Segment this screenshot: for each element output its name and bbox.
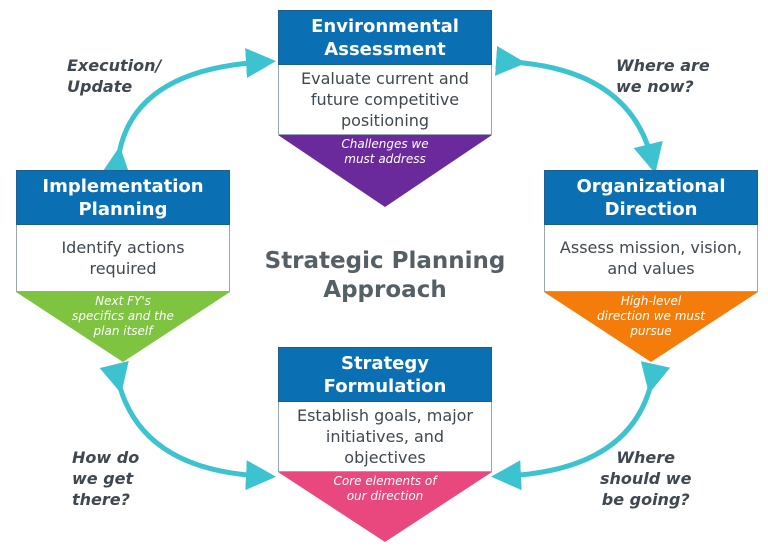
- implementation-planning-triangle: Next FY's specifics and the plan itself: [16, 292, 230, 362]
- arrow-bottom-right: [491, 361, 671, 491]
- arrow-top-left: [101, 48, 276, 178]
- environmental-assessment-triangle: Challenges we must address: [278, 135, 492, 207]
- strategy-formulation-triangle: Core elements of our direction: [278, 472, 492, 542]
- organizational-direction-box: Organizational Direction Assess mission,…: [544, 170, 758, 362]
- environmental-assessment-header: Environmental Assessment: [278, 10, 492, 65]
- implementation-planning-box: Implementation Planning Identify actions…: [16, 170, 230, 362]
- strategy-formulation-box: Strategy Formulation Establish goals, ma…: [278, 347, 492, 542]
- diagram-title: Strategic Planning Approach: [264, 248, 506, 303]
- strategy-formulation-body: Establish goals, major initiatives, and …: [278, 402, 492, 472]
- organizational-direction-header: Organizational Direction: [544, 170, 758, 225]
- implementation-planning-header: Implementation Planning: [16, 170, 230, 225]
- question-top-right: Where are we now?: [616, 56, 710, 96]
- arrow-bottom-left: [99, 360, 276, 491]
- question-top-left: Execution/ Update: [67, 56, 162, 96]
- question-bottom-right: Where should we be going?: [600, 448, 692, 509]
- question-bottom-left: How do we get there?: [72, 448, 140, 509]
- arrow-top-right: [495, 45, 663, 174]
- organizational-direction-triangle: High-level direction we must pursue: [544, 292, 758, 362]
- organizational-direction-body: Assess mission, vision, and values: [544, 225, 758, 292]
- strategy-formulation-header: Strategy Formulation: [278, 347, 492, 402]
- environmental-assessment-box: Environmental Assessment Evaluate curren…: [278, 10, 492, 207]
- implementation-planning-body: Identify actions required: [16, 225, 230, 292]
- environmental-assessment-body: Evaluate current and future competitive …: [278, 65, 492, 135]
